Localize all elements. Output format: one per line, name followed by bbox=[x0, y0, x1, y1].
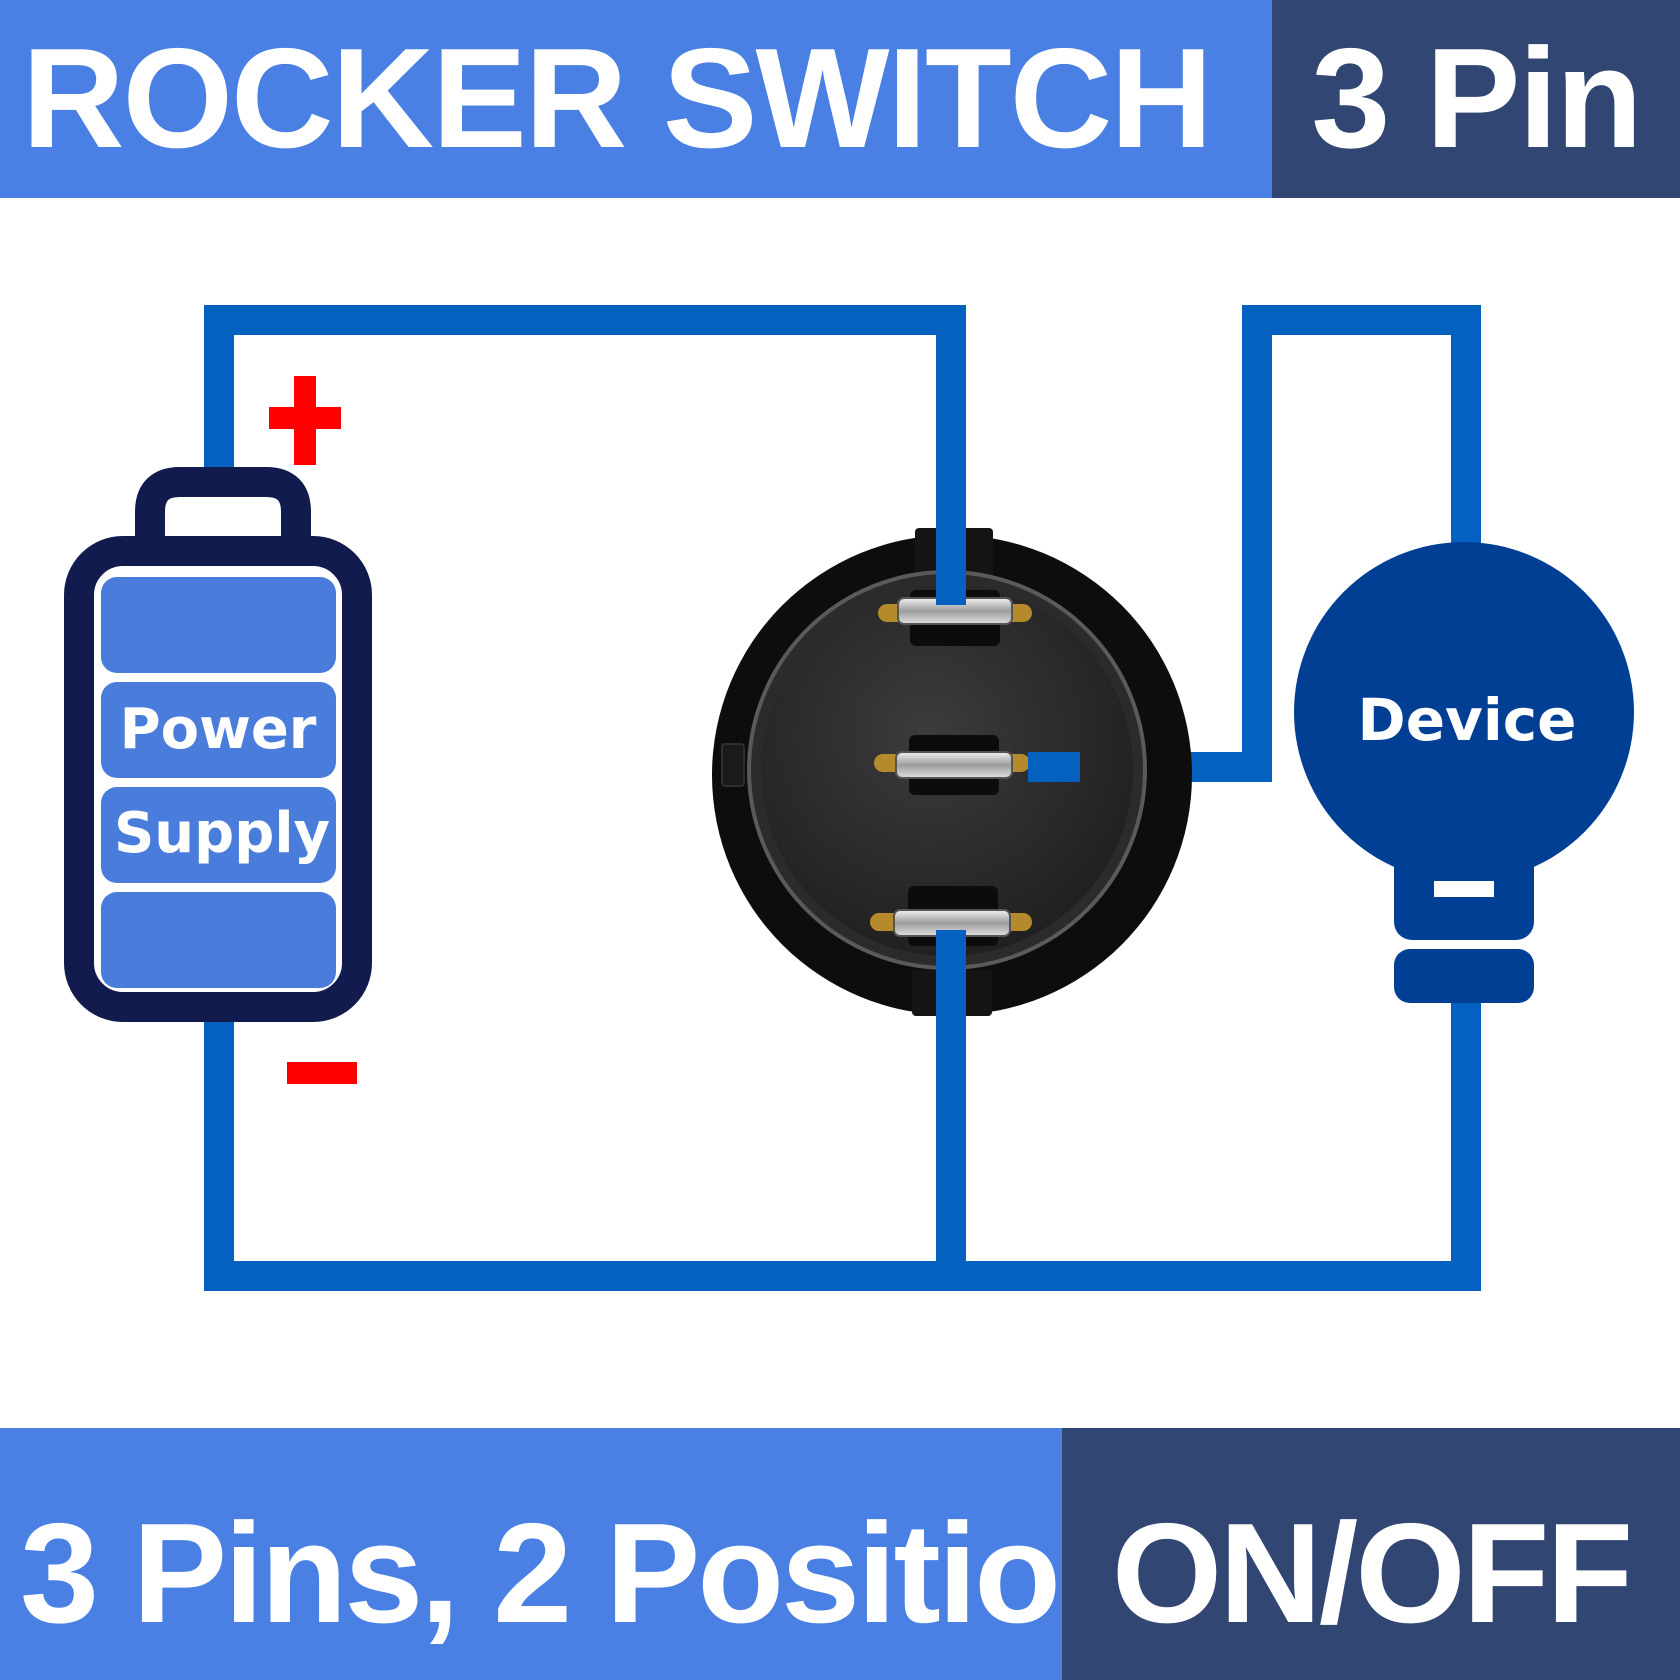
battery-cell-2 bbox=[101, 682, 336, 778]
battery-cell-3 bbox=[101, 787, 336, 883]
positive-symbol bbox=[269, 376, 341, 465]
footer-mode: ON/OFF bbox=[1062, 1428, 1680, 1680]
header-pin-count: 3 Pin bbox=[1272, 0, 1680, 198]
rocker-switch-icon bbox=[712, 528, 1192, 1016]
battery-label-supply: Supply bbox=[114, 801, 330, 866]
battery-icon: Power Supply bbox=[64, 467, 372, 1022]
footer-spec: 3 Pins, 2 Positions bbox=[0, 1428, 1062, 1680]
device-label: Device bbox=[1358, 686, 1577, 754]
battery-cell-1 bbox=[101, 577, 336, 673]
battery-cell-4 bbox=[101, 892, 336, 988]
header-title: ROCKER SWITCH bbox=[0, 0, 1272, 198]
battery-label-power: Power bbox=[120, 697, 317, 762]
negative-symbol bbox=[287, 1062, 357, 1084]
wire-negative bbox=[204, 985, 1481, 1291]
light-bulb-icon: Device bbox=[1294, 542, 1634, 1003]
